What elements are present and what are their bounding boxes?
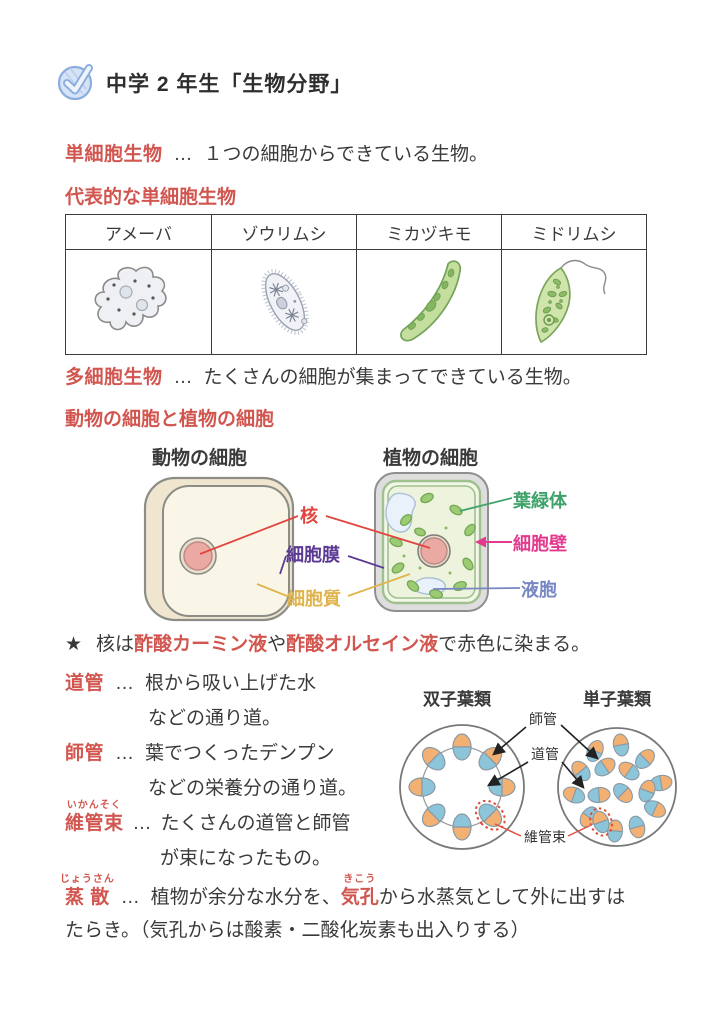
table-header-closterium: ミカヅキモ: [356, 215, 501, 250]
unicellular-definition: １つの細胞からできている生物。: [203, 144, 488, 165]
transpiration-cont: たらき。（気孔からは酸素・二酸化炭素も出入りする）: [65, 920, 530, 941]
separator-dots: …: [115, 743, 135, 764]
vascular-bundle-line2: が束になったもの。: [160, 847, 331, 871]
phloem-definition-cont: などの栄養分の通り道。: [148, 778, 358, 799]
multicellular-definition-line: 多細胞生物 … たくさんの細胞が集まってできている生物。: [65, 366, 582, 390]
amoeba-drawing: [94, 266, 167, 331]
closterium-drawing: [400, 260, 462, 342]
transpiration-line2: たらき。（気孔からは酸素・二酸化炭素も出入りする）: [65, 919, 530, 943]
page-title: 中学 2 年生「生物分野」: [106, 73, 353, 96]
stain-note-mid: や: [267, 634, 287, 655]
term-stomata: 気孔 きこう: [340, 875, 379, 910]
cytoplasm-label: 細胞質: [287, 589, 341, 609]
cell-wall-label: 細胞壁: [513, 534, 567, 554]
table-header-euglena: ミドリムシ: [501, 215, 646, 250]
term-orcein: 酢酸オルセイン液: [286, 634, 439, 655]
separator-dots: …: [173, 144, 193, 165]
term-transpiration: 蒸 散 じょうさん: [60, 875, 114, 910]
separator-dots: …: [173, 367, 193, 388]
monocot-title: 単子葉類: [583, 689, 652, 709]
multicellular-definition: たくさんの細胞が集まってできている生物。: [203, 367, 582, 388]
cells-heading: 動物の細胞と植物の細胞: [65, 409, 275, 430]
unicellular-organisms-table: アメーバ ゾウリムシ ミカヅキモ ミドリムシ: [65, 214, 647, 355]
term-phloem: 師管: [65, 743, 105, 764]
paramecium-drawing-cell: [211, 250, 356, 354]
star-icon: ★: [65, 634, 83, 655]
transpiration-line: 蒸 散 じょうさん … 植物が余分な水分を、 気孔 きこう から水蒸気として外に…: [60, 875, 626, 910]
term-unicellular: 単細胞生物: [65, 144, 163, 165]
examples-heading: 代表的な単細胞生物: [65, 187, 237, 208]
separator-dots: …: [132, 813, 152, 834]
unicellular-definition-line: 単細胞生物 … １つの細胞からできている生物。: [65, 143, 488, 167]
xylem-definition: 根から吸い上げた水: [145, 673, 317, 694]
amoeba-drawing-cell: [66, 250, 211, 354]
nucleus-label: 核: [300, 506, 318, 526]
phloem-line2: などの栄養分の通り道。: [148, 777, 357, 801]
vascular-bundle-definition-cont: が束になったもの。: [160, 848, 332, 869]
vacuole-label: 液胞: [521, 580, 557, 600]
transpiration-pre: 植物が余分な水分を、: [150, 887, 341, 908]
transpiration-post: から水蒸気として外に出すは: [378, 887, 626, 908]
term-multicellular: 多細胞生物: [65, 367, 163, 388]
term-vascular-bundle: 維管束 いかんそく: [65, 801, 124, 836]
animal-cell-title: 動物の細胞: [152, 448, 248, 469]
stem-bundle-label: 維管束: [524, 829, 566, 845]
stem-phloem-label: 師管: [529, 711, 557, 727]
paramecium-drawing: [261, 269, 309, 335]
euglena-drawing-cell: [501, 250, 646, 354]
vascular-bundle-text: 維管束: [65, 813, 124, 834]
membrane-label: 細胞膜: [286, 545, 340, 565]
phloem-line: 師管 … 葉でつくったデンプン: [65, 742, 334, 766]
stem-cross-section-diagram: 双子葉類 単子葉類 師管 道管 維管束: [399, 689, 677, 850]
phloem-definition: 葉でつくったデンプン: [145, 743, 335, 764]
stem-xylem-label: 道管: [531, 746, 559, 762]
dicot-title: 双子葉類: [423, 689, 492, 709]
xylem-line2: などの通り道。: [148, 707, 281, 731]
stain-note-post: で赤色に染まる。: [438, 634, 591, 655]
xylem-definition-cont: などの通り道。: [148, 708, 282, 729]
check-circle-icon: [57, 64, 93, 101]
euglena-drawing: [535, 259, 607, 344]
vascular-bundle-definition: たくさんの道管と師管: [160, 813, 351, 834]
furigana-stomata: きこう: [343, 874, 377, 885]
term-carmine: 酢酸カーミン液: [134, 634, 268, 655]
stain-note-line: ★ 核は 酢酸カーミン液 や 酢酸オルセイン液 で赤色に染まる。: [65, 633, 590, 657]
vascular-bundle-line: 維管束 いかんそく … たくさんの道管と師管: [65, 801, 351, 836]
furigana-vascular-bundle: いかんそく: [66, 800, 122, 811]
closterium-drawing-cell: [356, 250, 501, 354]
table-header-paramecium: ゾウリムシ: [211, 215, 356, 250]
xylem-line: 道管 … 根から吸い上げた水: [65, 672, 316, 696]
table-header-amoeba: アメーバ: [66, 215, 211, 250]
table-header-row: アメーバ ゾウリムシ ミカヅキモ ミドリムシ: [66, 215, 646, 250]
chloroplast-label: 葉緑体: [513, 491, 567, 511]
cell-comparison-diagram: 動物の細胞 植物の細胞: [0, 440, 710, 635]
term-xylem: 道管: [65, 673, 105, 694]
stomata-text: 気孔: [340, 887, 379, 908]
separator-dots: …: [120, 887, 140, 908]
plant-cell-title: 植物の細胞: [383, 448, 479, 469]
table-drawing-row: [66, 250, 646, 354]
stain-note-pre: 核は: [96, 634, 135, 655]
cell-diagram-drawing: [143, 472, 521, 622]
transpiration-text: 蒸 散: [65, 887, 110, 908]
separator-dots: …: [115, 673, 135, 694]
furigana-transpiration: じょうさん: [59, 874, 115, 885]
